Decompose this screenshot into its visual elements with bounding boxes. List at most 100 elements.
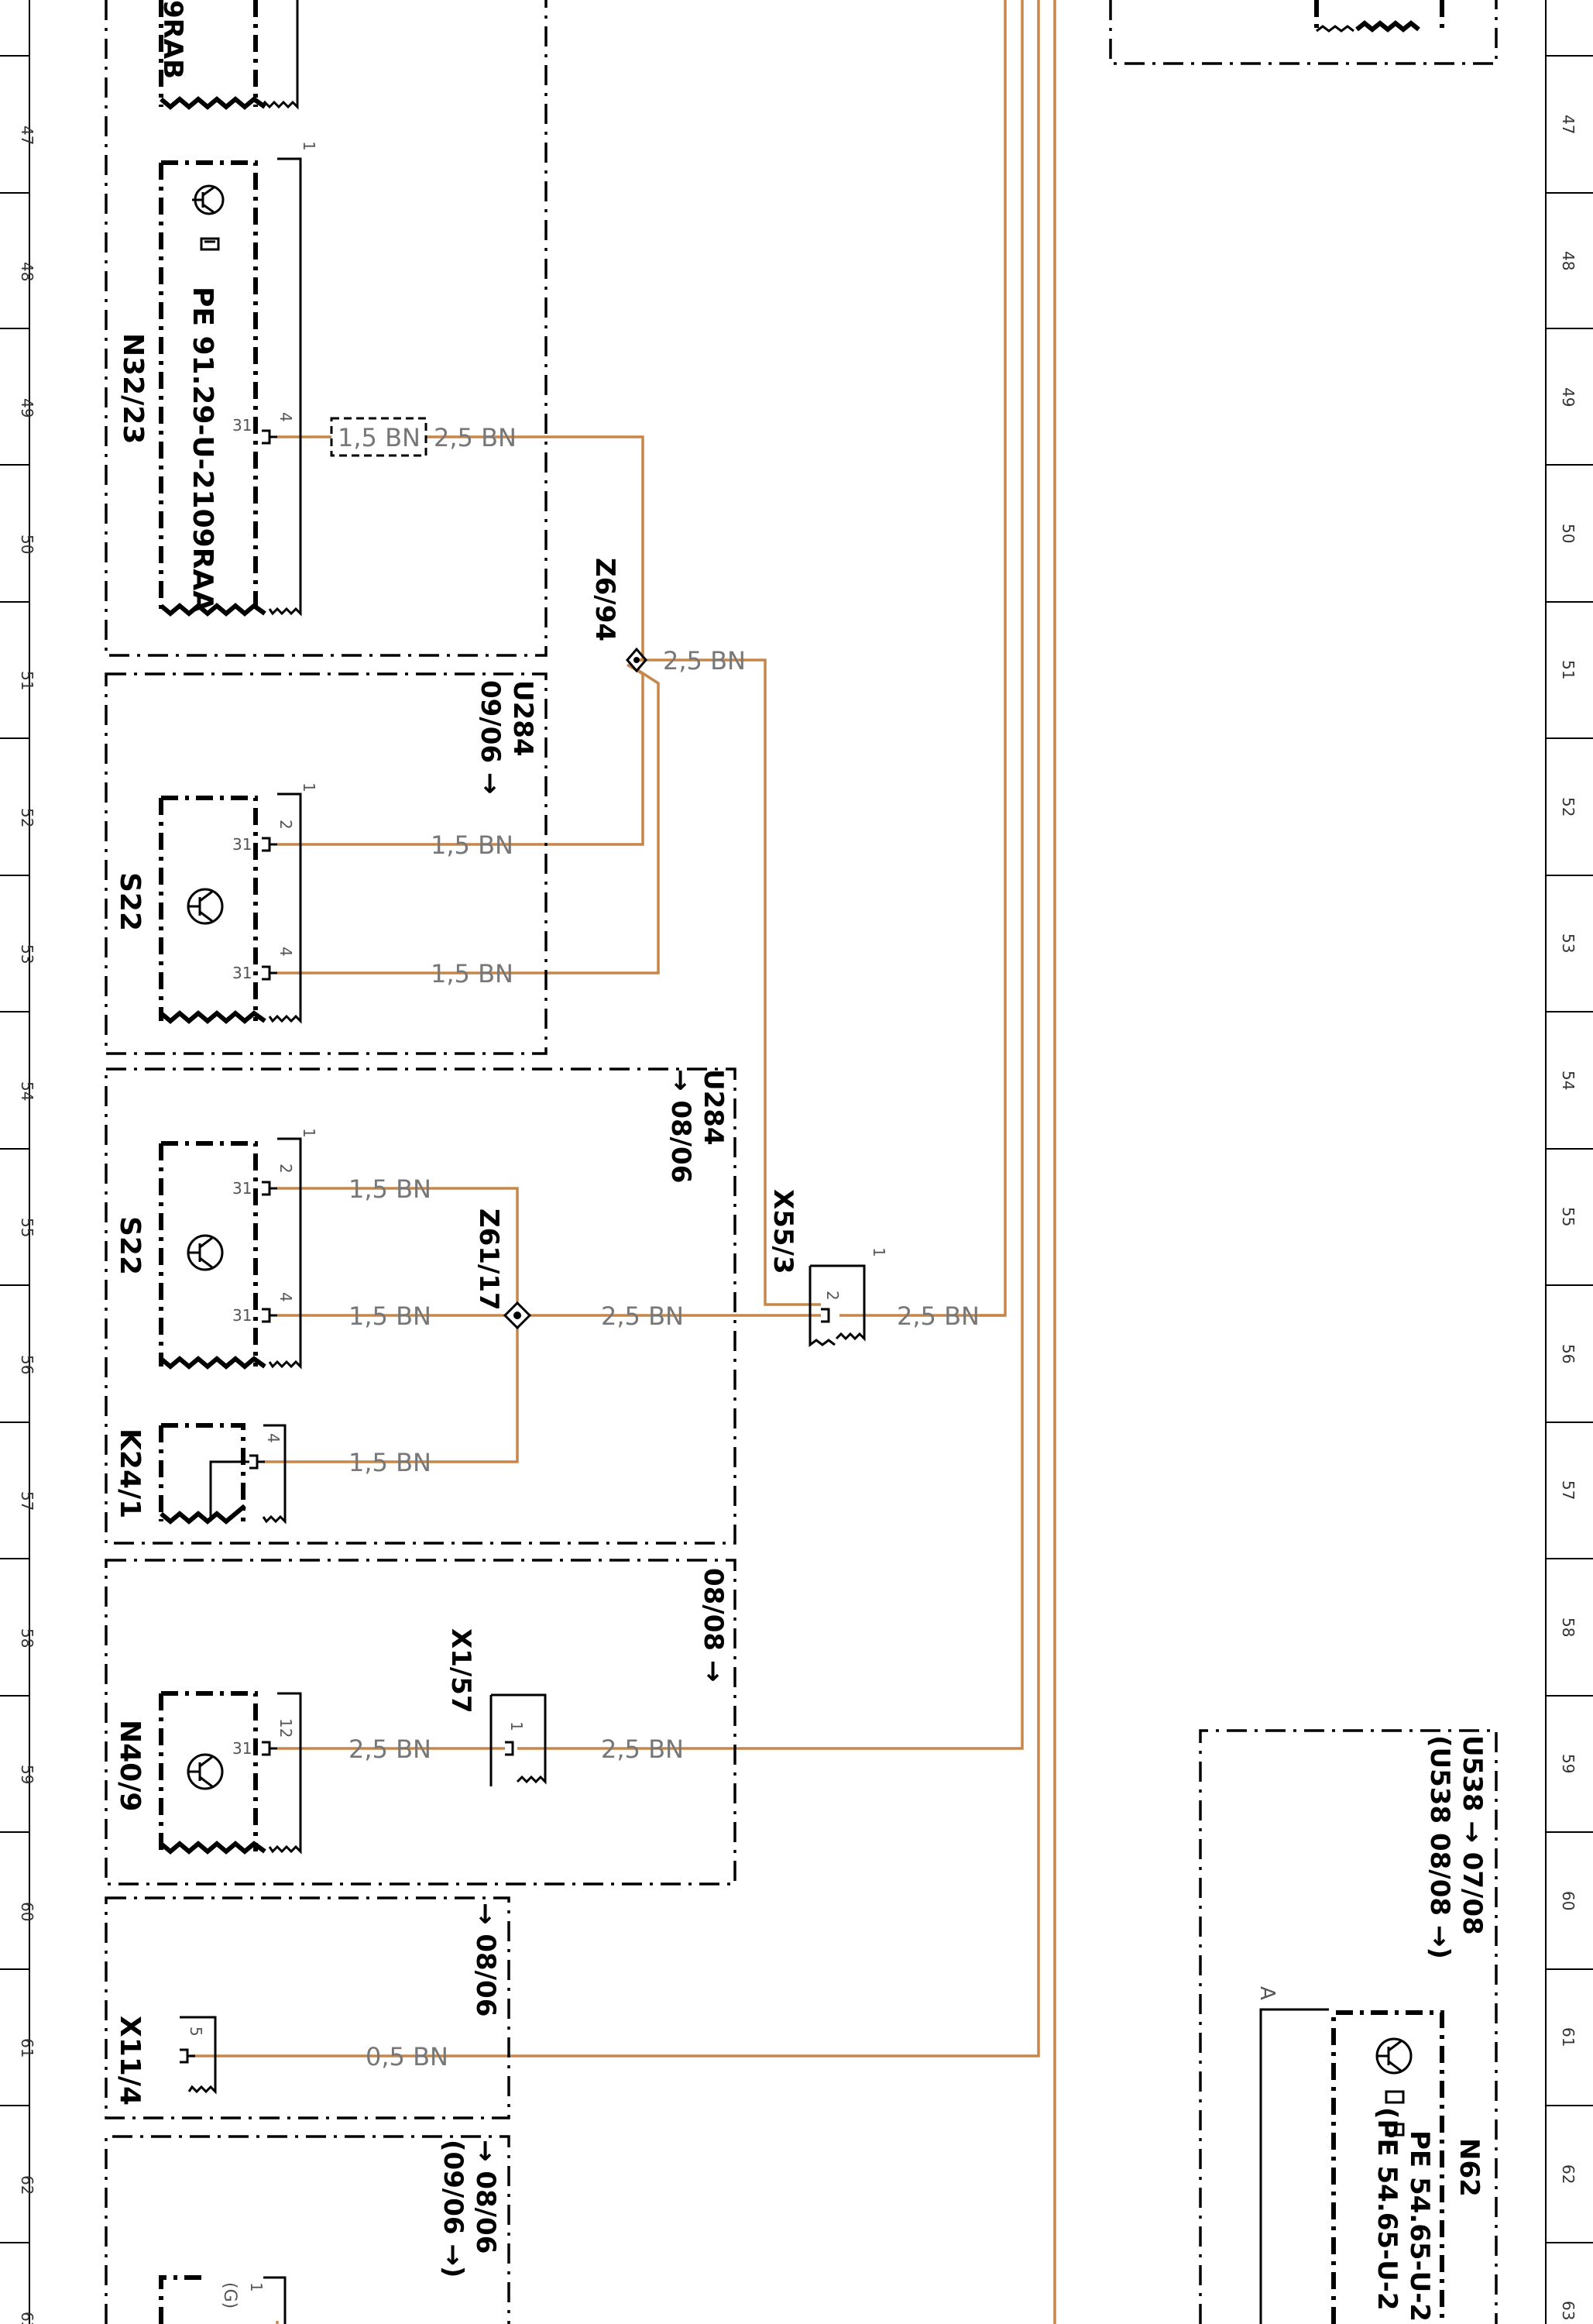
frame-x114: [105, 1896, 510, 2119]
tick-left-62: 62: [18, 2175, 36, 2195]
wire-s22a-pin4: [277, 668, 660, 975]
label-s22a-id: S22: [114, 872, 146, 931]
marker-g: (G): [220, 2282, 239, 2309]
zig-s22-b: [160, 1356, 266, 1370]
sig-top-right: [1316, 25, 1354, 33]
terminal-n40-12: [262, 1741, 277, 1756]
hand-pointer-icon-n62: [1385, 2090, 1405, 2137]
wire-label-n40-2-5: 2,5 BN: [348, 1734, 431, 1764]
splice-icon-z6117: [503, 1301, 532, 1330]
tick-right-59: 59: [1559, 1754, 1578, 1773]
right-grid-strip: [1545, 0, 1593, 2324]
frame-u284-b: [105, 1067, 736, 1545]
terminal-s22a-2: [262, 837, 277, 852]
label-u284a-note: 09/06 →: [475, 680, 506, 794]
transistor-icon-n62: [1375, 2037, 1413, 2075]
pin-k24-4: 4: [264, 1433, 283, 1443]
tick-right-48: 48: [1559, 251, 1578, 270]
tick-left-51: 51: [18, 671, 36, 690]
pin-s22a-1: 1: [300, 782, 318, 792]
labels: 9RAB N32/23 PE 91.29-U-2109RAA U284 09/0…: [114, 0, 1488, 2322]
frame-top-right: [1109, 0, 1498, 65]
pin-s22a-4: 4: [276, 947, 295, 957]
tick-left-57: 57: [18, 1491, 36, 1511]
pin-x553-1: 1: [870, 1247, 888, 1257]
pin-s22b-31b: 31: [232, 1306, 252, 1325]
wire-z694-x553: [637, 658, 821, 1306]
terminal-k24-4: [249, 1454, 265, 1470]
transistor-icon-s22b: [187, 1234, 224, 1271]
terminal-x553-2: [821, 1308, 830, 1323]
pin-s22a-2: 2: [276, 820, 295, 830]
label-z694: Z6/94: [589, 558, 620, 641]
sig-x114: [180, 2016, 217, 2095]
label-n62-part2: (PE 54.65-U-2: [1372, 2107, 1402, 2311]
wire-label-s22a-pin4: 1,5 BN: [431, 959, 513, 988]
wire-s22b-pin2: [277, 1187, 519, 1305]
splice-icon-z694: [626, 647, 647, 673]
left-grid-strip: [0, 0, 30, 2324]
tick-right-58: 58: [1559, 1618, 1578, 1637]
box-s22-a: [159, 796, 258, 1021]
sig-s22-b: [268, 1137, 302, 1370]
sig-n62: [1259, 2008, 1329, 2324]
zig-n32: [160, 603, 266, 617]
box-n40: [159, 1691, 258, 1851]
label-n40-note: 08/08 →: [698, 1568, 729, 1682]
terminal-s22b-4: [262, 1308, 277, 1323]
transistor-icon-s22a: [187, 888, 224, 925]
wire-label-k24-1-5: 1,5 BN: [348, 1448, 431, 1477]
trunk-wire-1: [979, 0, 1007, 1317]
zig-top-partial: [160, 96, 266, 110]
wire-label-s22b-pin4: 1,5 BN: [348, 1301, 431, 1331]
tick-left-47: 47: [18, 125, 36, 145]
frames: [105, 0, 1498, 2324]
tick-right-53: 53: [1559, 933, 1578, 953]
sig-top-partial: [260, 0, 299, 110]
sig-k24: [209, 1424, 287, 1525]
tick-right-47: 47: [1559, 115, 1578, 134]
pin-s22b-31a: 31: [232, 1179, 252, 1198]
marker-a: A: [1255, 1986, 1279, 2000]
wire-label-n32-2-5: 2,5 BN: [434, 423, 517, 452]
tick-right-60: 60: [1559, 1891, 1578, 1910]
wires: [191, 0, 1056, 2324]
box-s22-b: [159, 1141, 258, 1367]
transistor-icon-n32: [192, 184, 225, 215]
pin-s22b-4: 4: [276, 1292, 295, 1302]
pin-s22b-1: 1: [300, 1128, 318, 1138]
pin-n40-12: 12: [276, 1718, 295, 1738]
wire-label-x157-2-5: 2,5 BN: [601, 1734, 684, 1764]
tick-right-61: 61: [1559, 2027, 1578, 2047]
terminal-x114-5: [180, 2048, 195, 2064]
label-x114-note: → 08/06: [470, 1903, 501, 2016]
box-top-right: [1314, 0, 1444, 33]
pin-x157-1: 1: [507, 1721, 526, 1731]
wire-label-s22b-pin2: 1,5 BN: [348, 1174, 431, 1204]
tick-left-60: 60: [18, 1902, 36, 1921]
sig-bottom-partial: [263, 2276, 287, 2324]
frame-n32: [105, 0, 548, 657]
label-n32-part: PE 91.29-U-2109RAA: [187, 287, 218, 612]
label-z6117: Z61/17: [473, 1208, 504, 1311]
trunk-wire-3: [451, 0, 1040, 2058]
frame-u538: [1199, 1729, 1498, 2324]
wire-s22a-pin2: [277, 663, 644, 846]
tick-left-59: 59: [18, 1765, 36, 1784]
tick-left-49: 49: [18, 398, 36, 418]
pin-s22b-2: 2: [276, 1164, 295, 1174]
label-x157: X1/57: [445, 1628, 476, 1714]
pin-bottom-1: 1: [247, 2282, 266, 2292]
tick-right-56: 56: [1559, 1344, 1578, 1363]
wire-label-x114-0-5: 0,5 BN: [366, 2042, 448, 2071]
label-u538-note1: U538 → 07/08: [1457, 1735, 1488, 1935]
label-u538-note2: (U538 08/08 →): [1424, 1735, 1455, 1959]
label-bottom-note2: (09/06 →): [438, 2140, 469, 2278]
pin-n32-1: 1: [300, 141, 318, 151]
label-n32-id: N32/23: [117, 333, 149, 444]
tick-right-54: 54: [1559, 1071, 1578, 1090]
wire-n32-z694: [277, 435, 644, 662]
wire-k24-pin4: [263, 1326, 519, 1463]
tick-right-62: 62: [1559, 2164, 1578, 2184]
